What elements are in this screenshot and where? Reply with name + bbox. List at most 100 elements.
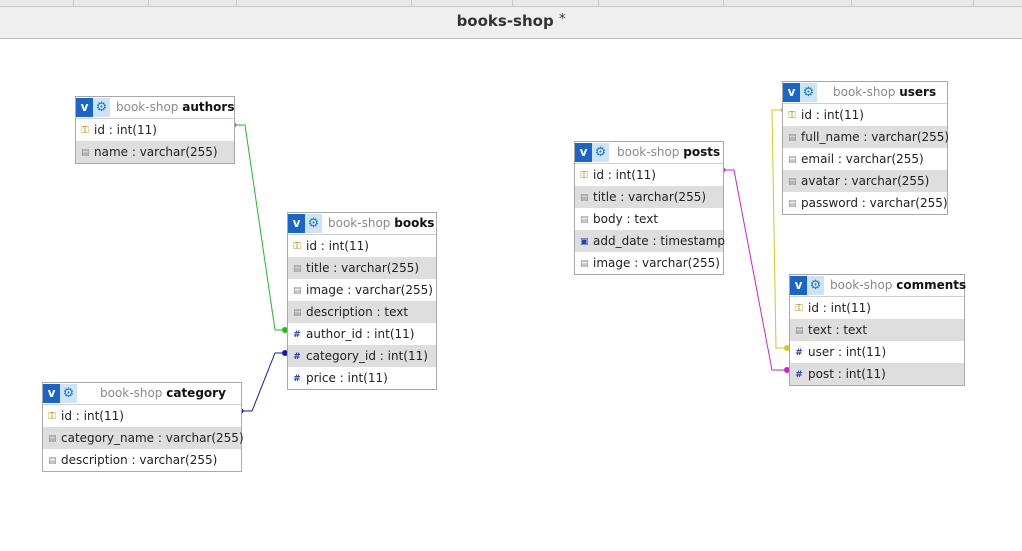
table-users[interactable]: v ⚙ book-shop users ⚿id : int(11)▤full_n… (782, 81, 950, 215)
v-toggle-icon[interactable]: v (43, 384, 60, 403)
tab-divider (598, 0, 599, 6)
table-column-row[interactable]: ⚿id : int(11) (790, 297, 964, 319)
table-title: book-shop books (328, 216, 434, 230)
table-header[interactable]: v ⚙ book-shop category (43, 383, 241, 405)
table-column-row[interactable]: #author_id : int(11) (288, 323, 436, 345)
v-toggle-icon[interactable]: v (575, 143, 592, 162)
v-toggle-icon[interactable]: v (76, 98, 93, 117)
table-column-row[interactable]: ▤ body : text (575, 208, 723, 230)
table-title: book-shop users (833, 85, 936, 99)
table-column-row[interactable]: ▤avatar : varchar(255) (783, 170, 947, 192)
column-icon: ▤ (293, 285, 302, 296)
table-column-row[interactable]: ▤image : varchar(255) (575, 252, 723, 274)
column-label: full_name : varchar(255) (801, 130, 950, 144)
column-label: image : varchar(255) (306, 283, 433, 297)
column-icon: ▤ (788, 154, 797, 165)
table-name: posts (683, 145, 721, 159)
table-column-row[interactable]: #user : int(11) (790, 341, 964, 363)
table-column-row[interactable]: #price : int(11) (288, 367, 436, 389)
numeric-icon: # (293, 329, 301, 340)
table-header[interactable]: v ⚙ book-shop comments (790, 275, 966, 297)
column-list: ⚿id : int(11)▤title : varchar(255) ▤ body … (575, 164, 726, 274)
gear-icon[interactable]: ⚙ (93, 98, 110, 117)
gear-icon[interactable]: ⚙ (807, 276, 824, 295)
gear-icon[interactable]: ⚙ (800, 83, 817, 102)
table-column-row[interactable]: ▤password : varchar(255) (783, 192, 948, 214)
relation-line-comments-users[interactable] (771, 109, 789, 349)
table-column-row[interactable]: ⚿id : int(11) (43, 405, 241, 427)
table-column-row[interactable]: ▤category_name : varchar(255) (43, 427, 244, 449)
relation-line-books-category[interactable] (241, 352, 287, 412)
designer-title-bar: books-shop * (0, 7, 1022, 39)
tab-divider (851, 0, 852, 6)
column-label: body : text (593, 212, 659, 226)
v-toggle-icon[interactable]: v (790, 276, 807, 295)
table-header[interactable]: v ⚙ book-shop books (288, 213, 436, 235)
table-column-row[interactable]: ⚿id : int(11) (783, 104, 947, 126)
table-header[interactable]: v ⚙ book-shop users (783, 82, 947, 104)
column-label: price : int(11) (306, 371, 388, 385)
table-column-row[interactable]: ▤full_name : varchar(255) (783, 126, 950, 148)
column-label: category_id : int(11) (306, 349, 428, 363)
table-authors[interactable]: v ⚙ book-shop authors ⚿id : int(11)▤name… (75, 96, 235, 164)
table-column-row[interactable]: ▣add_date : timestamp (575, 230, 726, 252)
tab-divider (723, 0, 724, 6)
gear-icon[interactable]: ⚙ (305, 214, 322, 233)
table-column-row[interactable]: ▤name : varchar(255) (76, 141, 234, 163)
relation-dot-comments-user (784, 345, 790, 351)
v-toggle-icon[interactable]: v (288, 214, 305, 233)
table-column-row[interactable]: ⚿id : int(11) (288, 235, 436, 257)
table-posts[interactable]: v ⚙ book-shop posts ⚿id : int(11)▤title … (574, 141, 726, 275)
table-column-row[interactable]: ▤ image : varchar(255) (288, 279, 436, 301)
table-name: category (166, 386, 226, 400)
table-title: book-shop comments (830, 278, 966, 292)
gear-icon[interactable]: ⚙ (592, 143, 609, 162)
column-label: title : varchar(255) (593, 190, 707, 204)
key-icon: ⚿ (48, 410, 56, 422)
table-title: book-shop posts (617, 145, 720, 159)
table-column-row[interactable]: ▤text : text (790, 319, 964, 341)
table-name: authors (182, 100, 235, 114)
column-label: image : varchar(255) (593, 256, 720, 270)
gear-icon[interactable]: ⚙ (60, 384, 77, 403)
table-column-row[interactable]: ▤ email : varchar(255) (783, 148, 947, 170)
column-list: ⚿id : int(11)▤text : text#user : int(11)… (790, 297, 964, 385)
column-label: description : varchar(255) (61, 453, 218, 467)
table-column-row[interactable]: ▤ title : varchar(255) (288, 257, 436, 279)
table-name: users (899, 85, 937, 99)
column-label: id : int(11) (801, 108, 864, 122)
table-title: book-shop category (100, 386, 226, 400)
table-column-row[interactable]: ⚿id : int(11) (575, 164, 723, 186)
table-column-row[interactable]: ⚿id : int(11) (76, 119, 234, 141)
column-label: id : int(11) (808, 301, 871, 315)
table-db-name: book-shop (100, 386, 163, 400)
column-label: email : varchar(255) (801, 152, 924, 166)
table-column-row[interactable]: #post : int(11) (790, 363, 964, 385)
table-column-row[interactable]: ▤title : varchar(255) (575, 186, 723, 208)
table-column-row[interactable]: ▤ description : text (288, 301, 436, 323)
table-books[interactable]: v ⚙ book-shop books ⚿id : int(11) ▤ title … (287, 212, 437, 390)
relation-dot-books-author (282, 327, 288, 333)
designer-name: books-shop (456, 12, 554, 30)
column-label: title : varchar(255) (306, 261, 420, 275)
table-header[interactable]: v ⚙ book-shop authors (76, 97, 234, 119)
column-label: description : text (306, 305, 409, 319)
column-label: password : varchar(255) (801, 196, 948, 210)
column-list: ⚿id : int(11)▤full_name : varchar(255) ▤ e… (783, 104, 950, 214)
table-column-row[interactable]: #category_id : int(11) (288, 345, 436, 367)
table-header[interactable]: v ⚙ book-shop posts (575, 142, 723, 164)
table-category[interactable]: v ⚙ book-shop category ⚿id : int(11)▤cat… (42, 382, 244, 472)
v-toggle-icon[interactable]: v (783, 83, 800, 102)
tab-divider (973, 0, 974, 6)
column-label: id : int(11) (306, 239, 369, 253)
column-label: add_date : timestamp (593, 234, 726, 248)
column-icon: ▤ (81, 147, 90, 158)
table-comments[interactable]: v ⚙ book-shop comments ⚿id : int(11)▤tex… (789, 274, 966, 386)
column-icon: ▤ (293, 307, 302, 318)
table-column-row[interactable]: ▤description : varchar(255) (43, 449, 241, 471)
table-db-name: book-shop (617, 145, 680, 159)
column-icon: ▤ (293, 263, 302, 274)
column-icon: ▤ (580, 214, 589, 225)
relation-line-comments-posts[interactable] (723, 169, 789, 371)
relation-line-books-authors[interactable] (234, 124, 287, 331)
